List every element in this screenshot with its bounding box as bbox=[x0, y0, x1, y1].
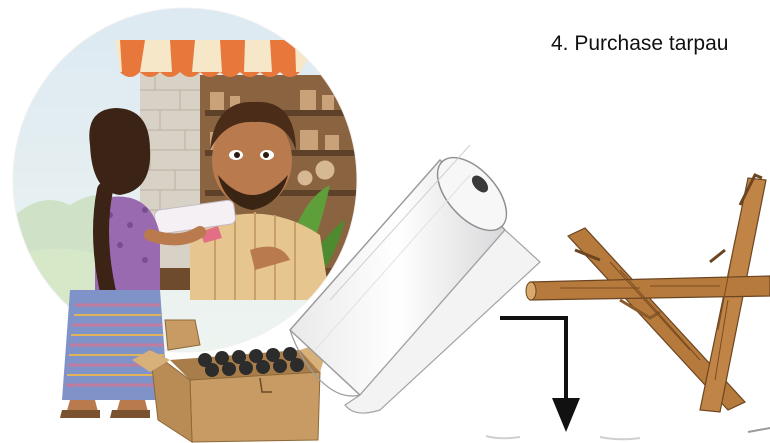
market-stall-awning-icon bbox=[115, 40, 320, 77]
wooden-sticks-icon bbox=[526, 175, 770, 412]
down-arrow-icon bbox=[500, 318, 580, 432]
